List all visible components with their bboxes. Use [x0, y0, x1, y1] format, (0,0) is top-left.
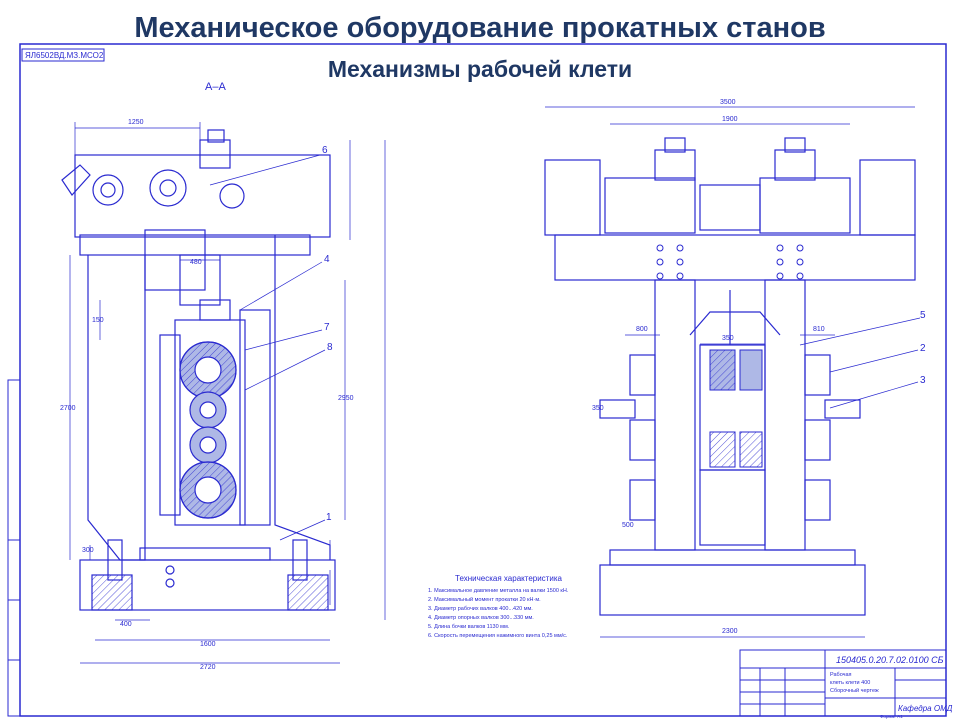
dim-right-side: 500 [622, 522, 634, 529]
tech-title: Техническая характеристика [455, 574, 562, 583]
dim-right-r: 810 [813, 326, 825, 333]
dim-left-sub: 480 [190, 259, 202, 266]
dim-left-top: 1250 [128, 119, 144, 126]
stamp-format: Формат А1 [880, 714, 903, 719]
front-view-right [544, 137, 916, 616]
dim-right-sub: 1900 [722, 116, 738, 123]
dim-right-left: 350 [592, 405, 604, 412]
dim-left-b1: 400 [120, 621, 132, 628]
roll-assembly-left [179, 341, 237, 519]
dim-right-l: 800 [636, 326, 648, 333]
sheet-code-box [21, 48, 105, 62]
dim-left-b2: 1600 [200, 641, 216, 648]
tech-line-6: 6. Скорость перемещения нажимного винта … [428, 633, 568, 639]
dim-right-top: 3500 [720, 99, 736, 106]
leaders-left [209, 154, 326, 541]
tech-line-4: 4. Диаметр опорных валков 300...330 мм. [428, 615, 534, 621]
leaders-right [799, 317, 921, 409]
dim-left-mid: 2950 [338, 395, 354, 402]
callout-right-5: 5 [920, 310, 926, 321]
dimension-labels-left: 1250 480 2700 2950 150 300 400 1600 2720 [60, 119, 354, 671]
base-left [79, 539, 336, 611]
dim-left-side: 2700 [60, 405, 76, 412]
dim-left-small: 150 [92, 317, 104, 324]
dim-right-w: 350 [722, 335, 734, 342]
stamp-name-2: клеть клети 400 [830, 680, 870, 686]
stamp-org: Кафедра ОМД [898, 704, 953, 713]
dim-left-b3: 2720 [200, 664, 216, 671]
sheet-code: ЯЛ6502ВД.МЗ.МСО2 [25, 51, 104, 60]
callout-left-6: 6 [322, 145, 328, 156]
dimensions-right [545, 106, 915, 638]
slide-subtitle: Механизмы рабочей клети [327, 56, 633, 82]
dim-left-lower: 300 [82, 547, 94, 554]
dimensions-left [69, 122, 386, 664]
slide-title: Механическое оборудование прокатных стан… [134, 12, 826, 44]
tech-line-5: 5. Длина бочки валков 1130 мм. [428, 624, 510, 630]
tech-line-2: 2. Максимальный момент прокатки 20 кН·м. [428, 596, 541, 603]
stamp-name-1: Рабочая [830, 672, 852, 678]
section-label: А–А [205, 81, 226, 93]
callout-left-1: 1 [326, 512, 332, 523]
side-stamp-column [7, 379, 21, 717]
callout-left-8: 8 [327, 342, 333, 353]
callout-right-2: 2 [920, 343, 926, 354]
tech-characteristics: Техническая характеристика 1. Максимальн… [428, 574, 569, 639]
callout-left-7: 7 [324, 322, 330, 333]
tech-line-3: 3. Диаметр рабочих валков 400...420 мм. [428, 606, 533, 612]
stamp-code: 150405.0.20.7.02.0100 СБ [836, 655, 944, 665]
callout-left-4: 4 [324, 254, 330, 265]
tech-line-1: 1. Максимальное давление металла на валк… [428, 588, 569, 594]
rolls-right [709, 349, 763, 468]
title-block [739, 649, 947, 717]
dim-right-bottom: 2300 [722, 628, 738, 635]
stamp-name-3: Сборочный чертеж [830, 687, 879, 694]
callout-right-3: 3 [920, 375, 926, 386]
crossbeam-bolts [656, 244, 804, 280]
